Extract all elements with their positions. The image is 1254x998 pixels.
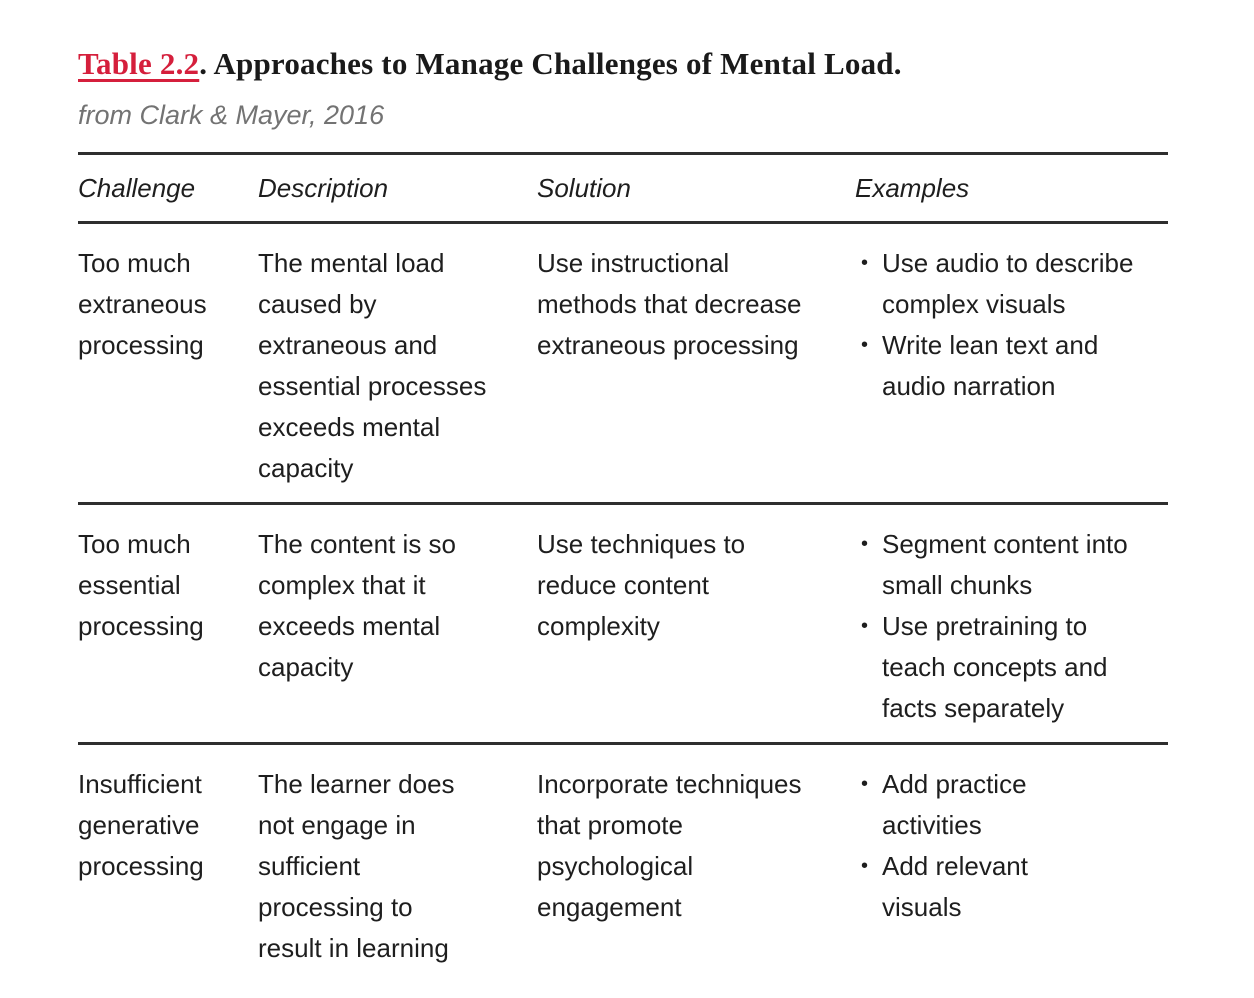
bullet-icon: •: [861, 533, 869, 555]
table-ref-link[interactable]: Table 2.2: [78, 46, 200, 81]
table-subtitle: from Clark & Mayer, 2016: [78, 100, 385, 130]
bullet-icon: •: [861, 615, 869, 637]
cell-challenge: Insufficient generative processing: [78, 769, 204, 881]
example-item: • Use pretraining to teach concepts and …: [855, 606, 1154, 729]
example-text: Write lean text and audio narration: [882, 330, 1099, 401]
table-row: Too much essential processing The conten…: [78, 505, 1168, 745]
example-text: Use pretraining to teach concepts and fa…: [882, 611, 1108, 723]
example-item: • Use audio to describe complex visuals: [855, 243, 1154, 325]
title-text: Approaches to Manage Challenges of Menta…: [213, 46, 902, 81]
cell-description: The content is so complex that it exceed…: [258, 529, 456, 682]
cell-solution: Incorporate techniques that promote psyc…: [537, 769, 802, 922]
cell-examples: • Add practice activities • Add relevant…: [855, 764, 1168, 969]
example-item: • Write lean text and audio narration: [855, 325, 1154, 407]
table-row: Too much extraneous processing The menta…: [78, 224, 1168, 505]
data-table: Challenge Description Solution Examples …: [78, 152, 1168, 982]
example-text: Use audio to describe complex visuals: [882, 248, 1134, 319]
example-text: Segment content into small chunks: [882, 529, 1128, 600]
example-text: Add relevant visuals: [882, 851, 1028, 922]
cell-solution: Use techniques to reduce content complex…: [537, 529, 746, 641]
table-title: Table 2.2. Approaches to Manage Challeng…: [78, 44, 1168, 84]
example-item: • Add practice activities: [855, 764, 1154, 846]
table-header-row: Challenge Description Solution Examples: [78, 152, 1168, 224]
cell-description: The mental load caused by extraneous and…: [258, 248, 487, 483]
bullet-icon: •: [861, 252, 869, 274]
column-header-challenge: Challenge: [78, 173, 196, 203]
cell-description: The learner does not engage in sufficien…: [258, 769, 455, 963]
cell-challenge: Too much extraneous processing: [78, 248, 207, 360]
example-item: • Add relevant visuals: [855, 846, 1154, 928]
column-header-description: Description: [258, 173, 389, 203]
cell-solution: Use instructional methods that decrease …: [537, 248, 802, 360]
example-item: • Segment content into small chunks: [855, 524, 1154, 606]
title-separator: .: [199, 46, 214, 81]
column-header-examples: Examples: [855, 173, 970, 203]
cell-challenge: Too much essential processing: [78, 529, 204, 641]
bullet-icon: •: [861, 334, 869, 356]
table-row: Insufficient generative processing The l…: [78, 745, 1168, 982]
bullet-icon: •: [861, 855, 869, 877]
column-header-solution: Solution: [537, 173, 631, 203]
example-text: Add practice activities: [882, 769, 1027, 840]
cell-examples: • Segment content into small chunks • Us…: [855, 524, 1168, 729]
cell-examples: • Use audio to describe complex visuals …: [855, 243, 1168, 489]
bullet-icon: •: [861, 773, 869, 795]
